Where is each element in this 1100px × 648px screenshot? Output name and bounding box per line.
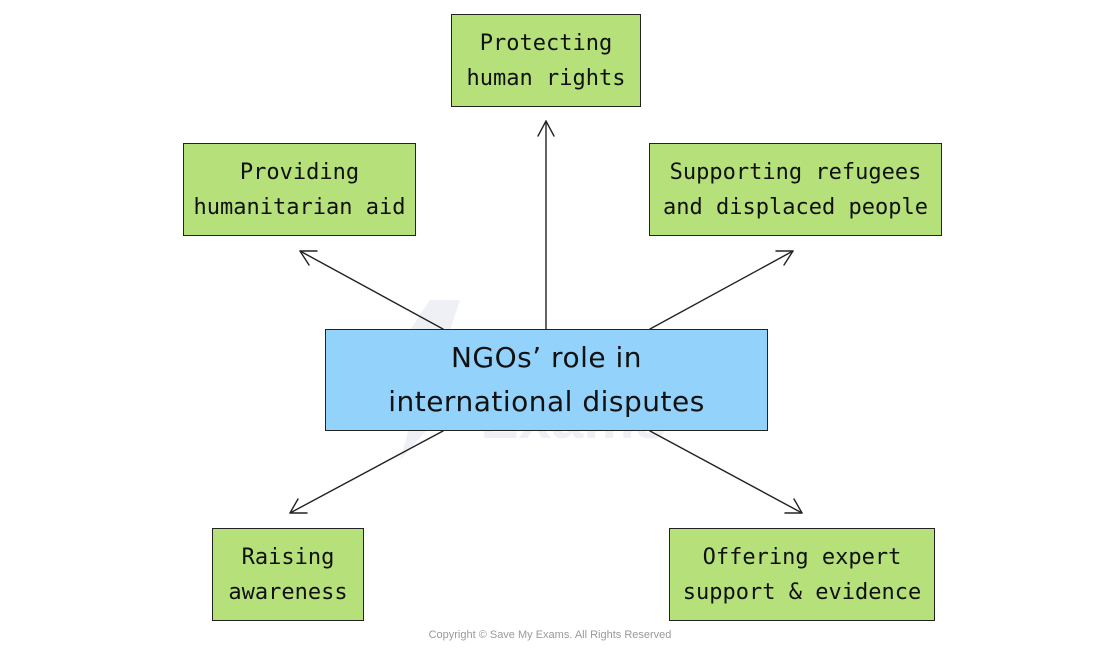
arrow-to-lower-right xyxy=(649,430,803,514)
copyright-notice: Copyright © Save My Exams. All Rights Re… xyxy=(428,629,672,641)
node-offering-expert-support: Offering expert support & evidence xyxy=(669,528,935,621)
arrowhead-upper-left xyxy=(299,250,318,266)
node-providing-humanitarian-aid: Providing humanitarian aid xyxy=(183,143,416,236)
node-supporting-refugees: Supporting refugees and displaced people xyxy=(649,143,942,236)
arrow-to-upper-right xyxy=(649,250,794,330)
node-upper-left-line-2: humanitarian aid xyxy=(193,194,406,220)
node-lower-right-line-2: support & evidence xyxy=(682,579,922,605)
node-upper-right-line-1: Supporting refugees xyxy=(669,159,922,185)
node-top-line-2: human rights xyxy=(466,65,626,91)
arrowhead-top xyxy=(537,120,555,137)
node-raising-awareness: Raising awareness xyxy=(212,528,364,621)
node-center-ngos-role: NGOs’ role in international disputes xyxy=(325,329,768,431)
arrowhead-lower-right xyxy=(784,498,803,514)
node-upper-right-line-2: and displaced people xyxy=(663,194,928,220)
center-line-2: international disputes xyxy=(388,385,705,418)
arrowhead-upper-right xyxy=(775,250,794,266)
node-protecting-human-rights: Protecting human rights xyxy=(451,14,641,107)
arrow-to-upper-left xyxy=(299,250,444,330)
arrowhead-lower-left xyxy=(289,498,308,514)
arrow-to-lower-left xyxy=(289,430,444,514)
node-lower-left-line-2: awareness xyxy=(228,579,348,605)
node-lower-right-line-1: Offering expert xyxy=(702,544,902,570)
center-line-1: NGOs’ role in xyxy=(450,341,643,374)
node-top-line-1: Protecting xyxy=(479,30,613,56)
node-lower-left-line-1: Raising xyxy=(241,544,335,570)
node-upper-left-line-1: Providing xyxy=(239,159,360,185)
